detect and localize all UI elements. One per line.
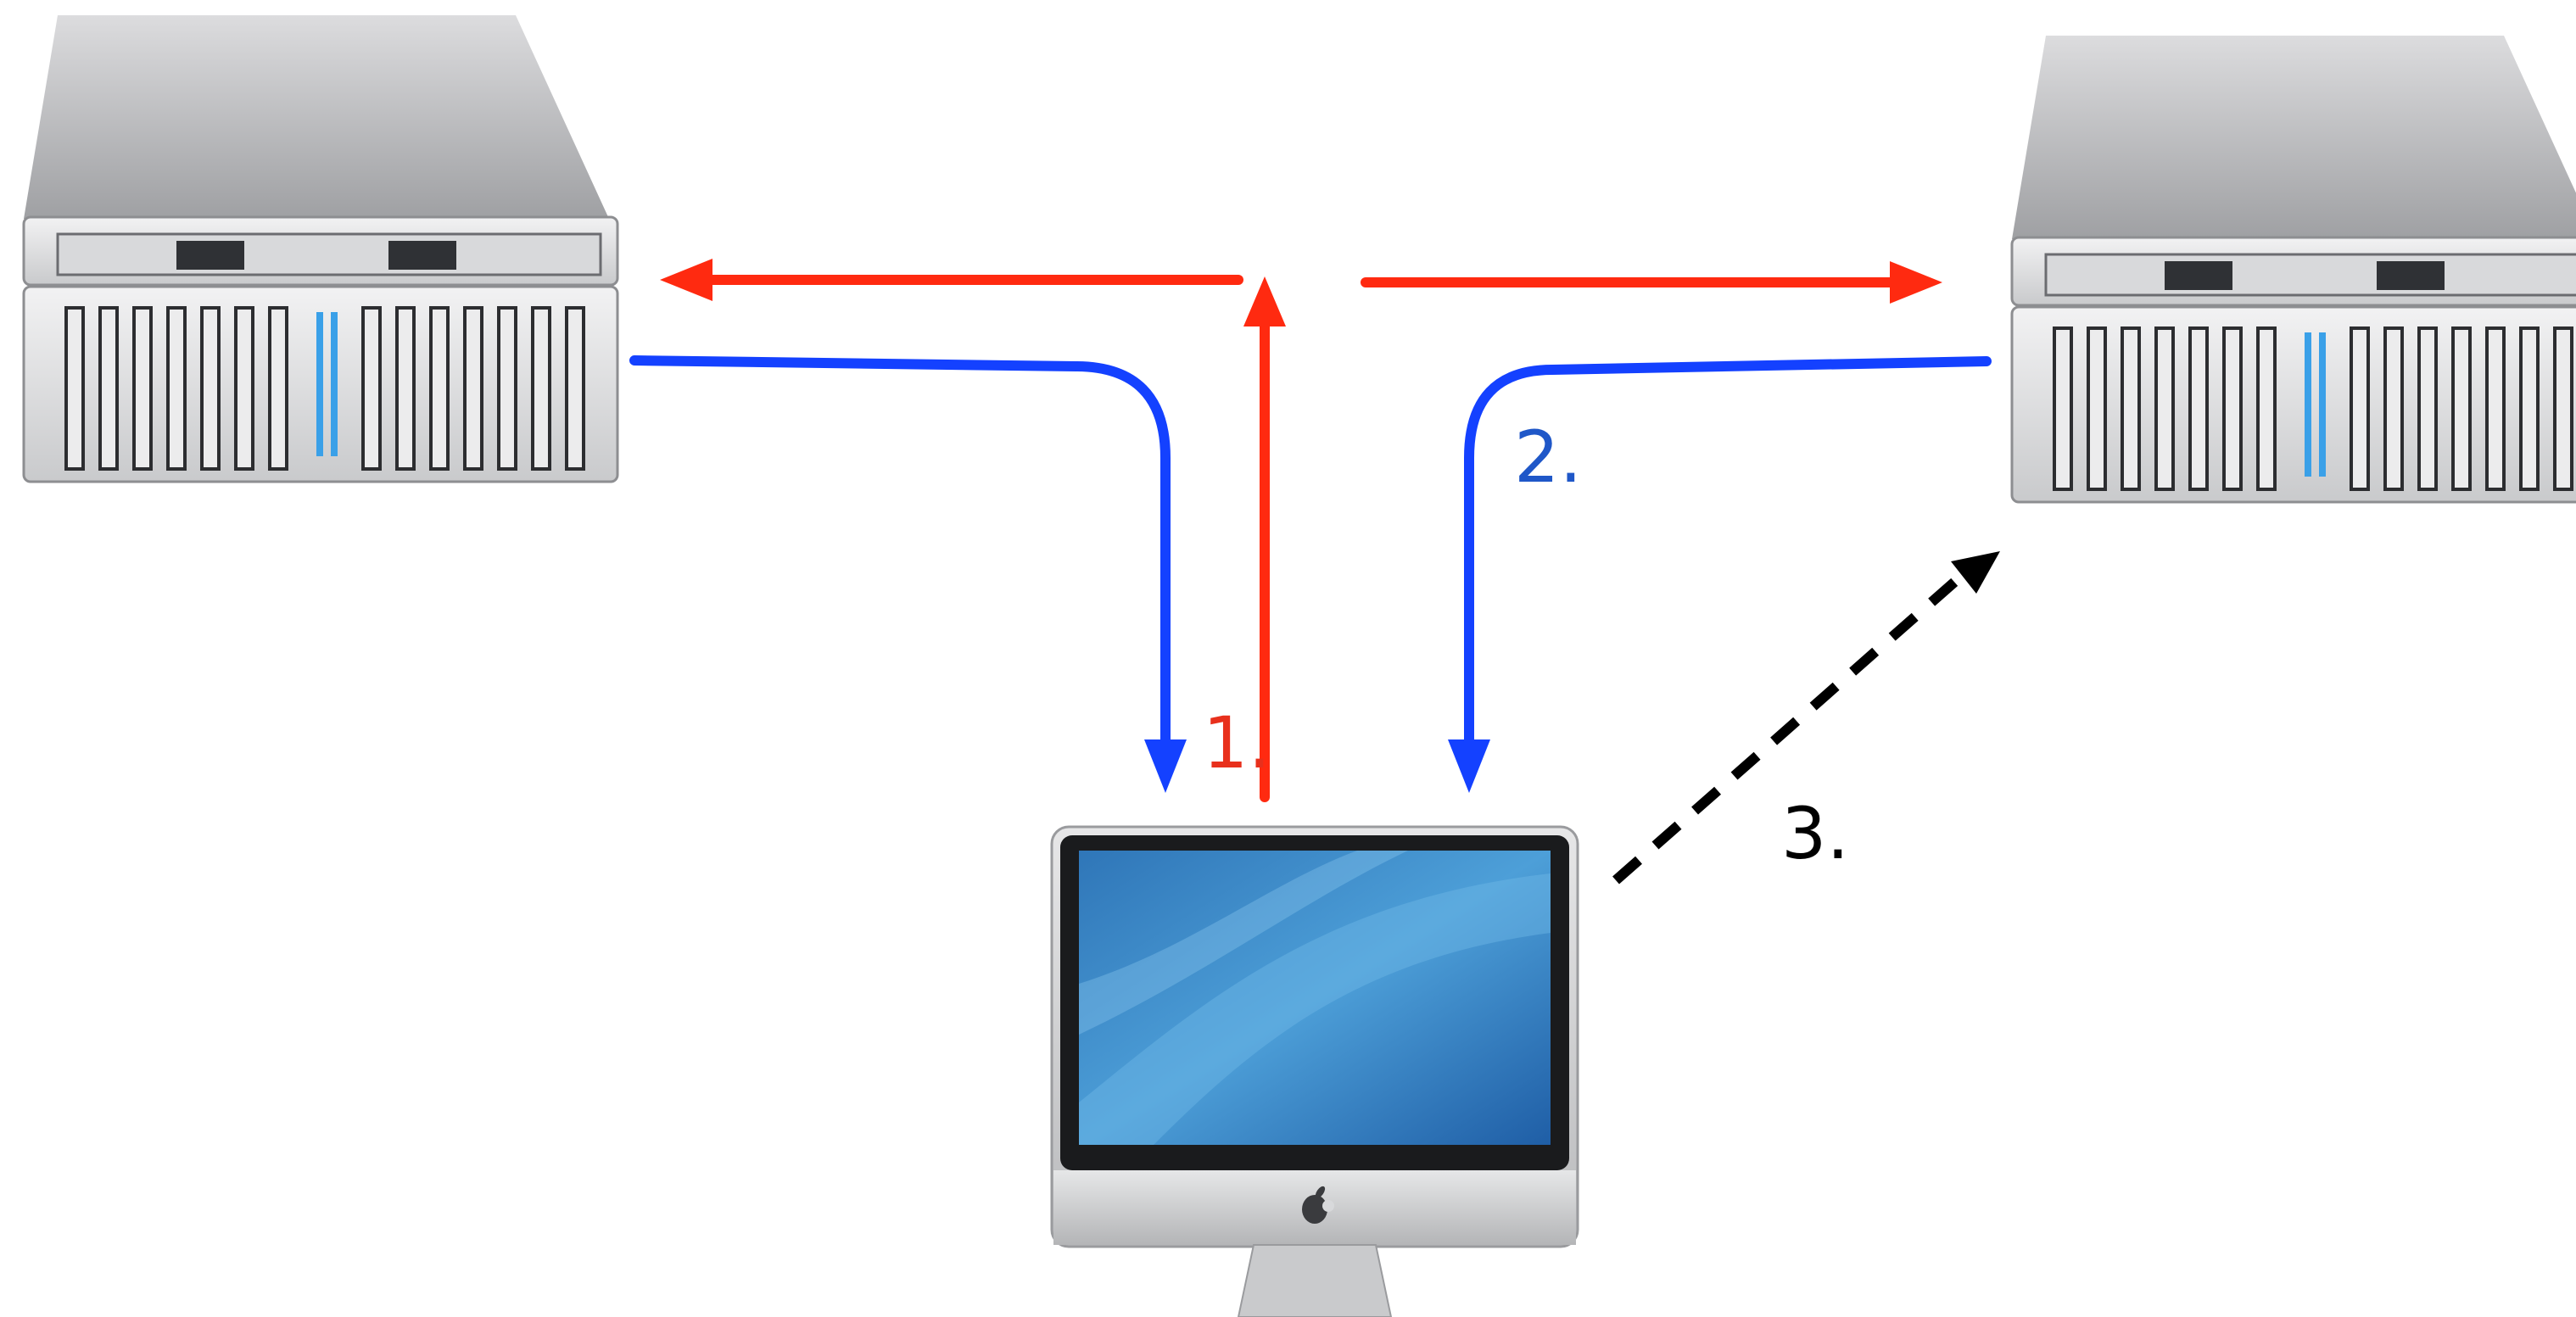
server-left bbox=[22, 14, 619, 483]
step2-left-arrowhead bbox=[1144, 739, 1187, 793]
step2-left-path bbox=[629, 355, 1171, 751]
monitor-stand bbox=[1237, 1244, 1393, 1317]
step1-up-arrowhead bbox=[1243, 276, 1286, 326]
server-right bbox=[2010, 34, 2576, 504]
step2-right-arrowhead bbox=[1448, 739, 1490, 793]
monitor-screen bbox=[1079, 851, 1551, 1145]
step3-label: 3. bbox=[1781, 792, 1849, 875]
step2-right-path bbox=[1464, 356, 1992, 751]
step1-left-arrowhead bbox=[660, 259, 712, 301]
step3-dashed-line bbox=[1612, 575, 1961, 885]
step3-arrowhead bbox=[1951, 551, 2000, 594]
client-computer bbox=[1050, 825, 1579, 1317]
step1-arrows bbox=[702, 275, 1898, 802]
step1-label: 1. bbox=[1203, 701, 1271, 784]
step2-label: 2. bbox=[1514, 416, 1582, 499]
step2-arrows bbox=[629, 355, 1992, 751]
step1-right-arrowhead bbox=[1890, 261, 1942, 304]
apple-logo-icon bbox=[1302, 1186, 1334, 1224]
